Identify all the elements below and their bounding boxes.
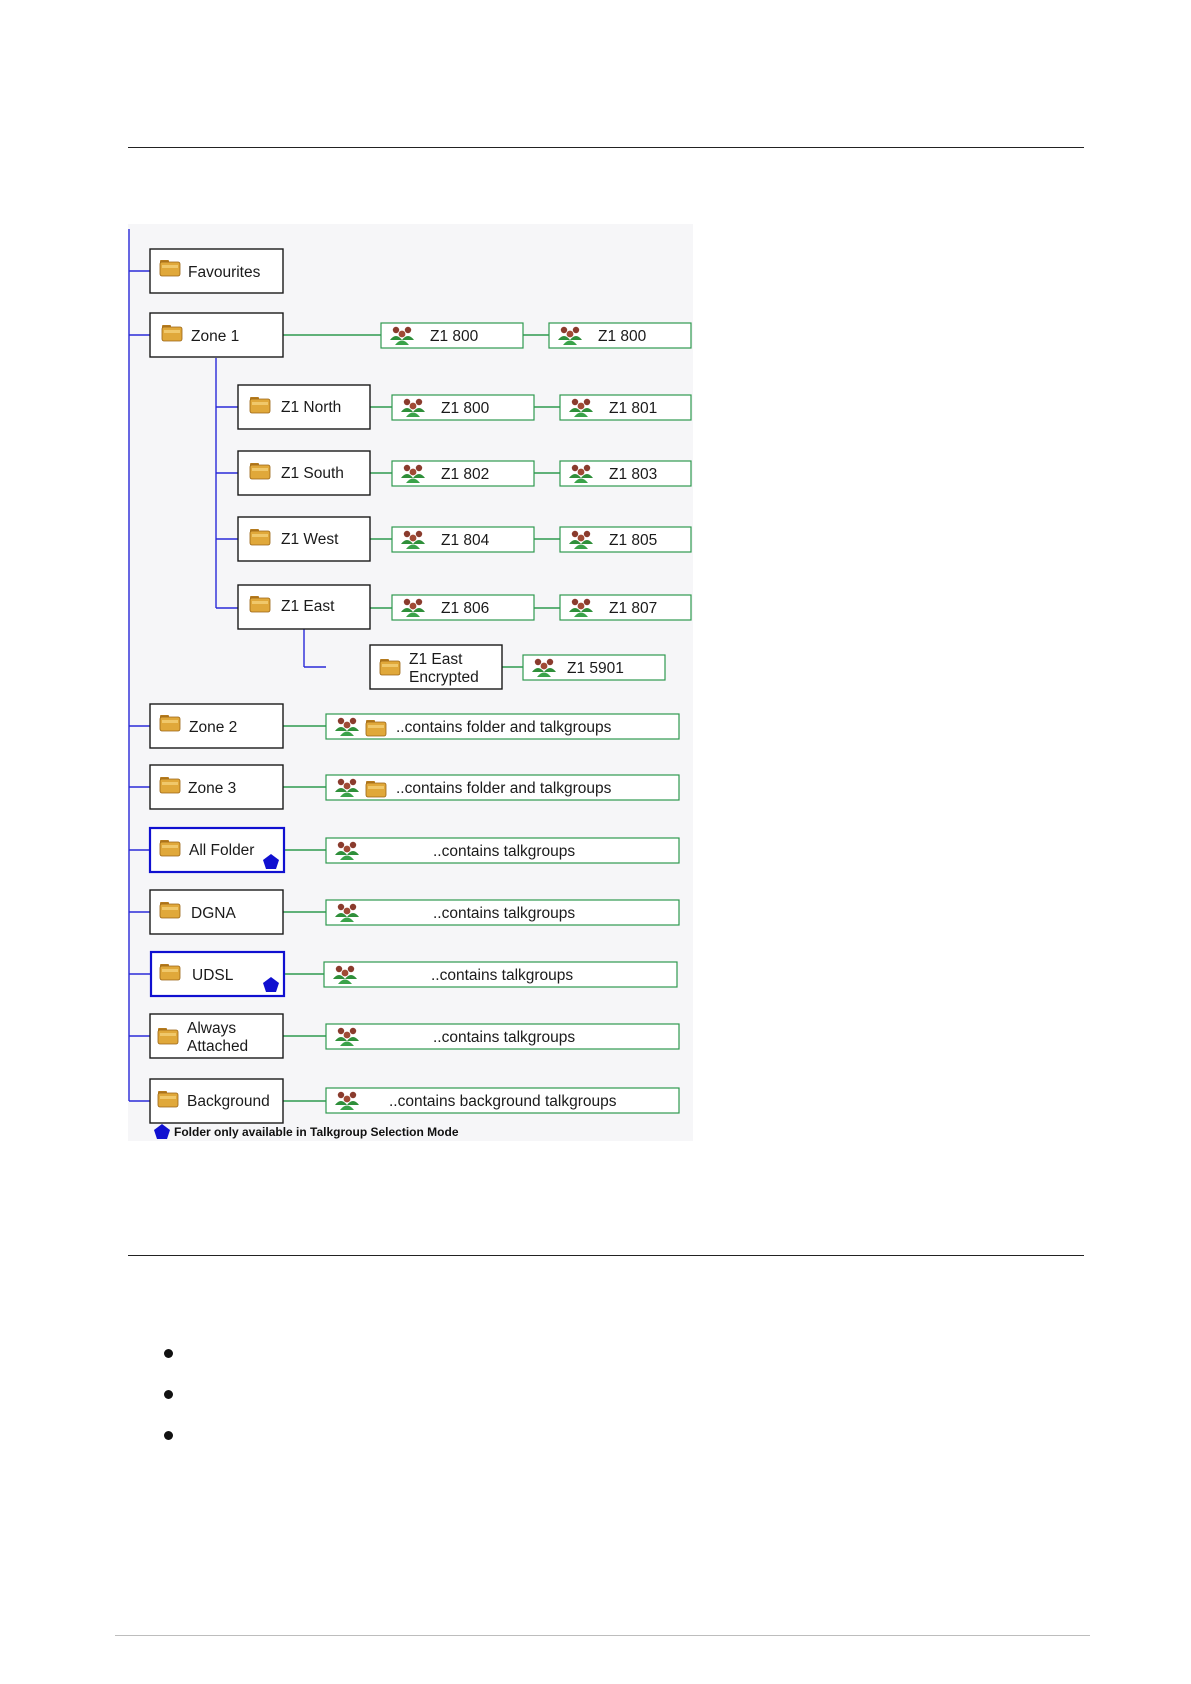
folder-label: Background [187, 1093, 270, 1110]
folder-all-folder[interactable]: All Folder [148, 826, 286, 874]
talkgroup-z1-south-b[interactable]: Z1 803 [559, 460, 692, 487]
talkgroup-label: Z1 805 [609, 532, 657, 549]
folder-label: Z1 West [281, 531, 339, 548]
folder-always-attached[interactable]: Always Attached [149, 1013, 284, 1059]
folder-icon [365, 719, 387, 737]
legend-label: Folder only available in Talkgroup Selec… [174, 1125, 459, 1139]
folder-icon [157, 1027, 179, 1045]
talkgroup-z1-west-a[interactable]: Z1 804 [391, 526, 535, 553]
diagram-canvas: Favourites Zone 1 Z1 800 Z1 800 Z1 North… [128, 229, 692, 1139]
talkgroup-folder-tree-diagram: Favourites Zone 1 Z1 800 Z1 800 Z1 North… [128, 224, 693, 1141]
folder-label-line-1: Always [187, 1020, 236, 1037]
header-rule [128, 147, 1084, 148]
folder-icon [159, 259, 181, 277]
contents-label: ..contains folder and talkgroups [396, 780, 612, 797]
folder-label-line-2: Encrypted [409, 669, 479, 686]
folder-zone-1[interactable]: Zone 1 [149, 312, 284, 358]
talkgroup-label: Z1 5901 [567, 660, 624, 677]
folder-zone-2[interactable]: Zone 2 [149, 703, 284, 749]
list-bullet [164, 1349, 173, 1358]
section-rule [128, 1255, 1084, 1256]
folder-icon [249, 595, 271, 613]
folder-label: Zone 3 [188, 780, 236, 797]
contents-label: ..contains folder and talkgroups [396, 719, 612, 736]
contents-always-attached[interactable]: ..contains talkgroups [325, 1023, 680, 1050]
selection-mode-marker-icon [154, 1124, 170, 1139]
folder-udsl[interactable]: UDSL [149, 950, 286, 998]
contents-zone-3[interactable]: ..contains folder and talkgroups [325, 774, 680, 801]
talkgroup-connectors [283, 334, 560, 1102]
talkgroup-label: Z1 800 [441, 400, 490, 417]
folder-z1-north[interactable]: Z1 North [237, 384, 371, 430]
folder-label: Z1 North [281, 399, 341, 416]
talkgroup-label: Z1 801 [609, 400, 657, 417]
talkgroup-z1-north-b[interactable]: Z1 801 [559, 394, 692, 421]
folder-label-line-2: Attached [187, 1038, 248, 1055]
contents-label: ..contains talkgroups [431, 967, 573, 984]
folder-icon [379, 658, 401, 676]
talkgroup-label: Z1 804 [441, 532, 490, 549]
folder-label: Favourites [188, 264, 261, 281]
contents-dgna[interactable]: ..contains talkgroups [325, 899, 680, 926]
folder-z1-south[interactable]: Z1 South [237, 450, 371, 496]
folder-z1-east-encrypted[interactable]: Z1 East Encrypted [369, 644, 503, 690]
folder-label: Z1 South [281, 465, 344, 482]
contents-udsl[interactable]: ..contains talkgroups [323, 961, 678, 988]
talkgroup-label: Z1 807 [609, 600, 657, 617]
folder-label: UDSL [192, 967, 234, 984]
folder-icon [161, 324, 183, 342]
folder-icon [365, 780, 387, 798]
folder-dgna[interactable]: DGNA [149, 889, 284, 935]
talkgroup-z1-west-b[interactable]: Z1 805 [559, 526, 692, 553]
folder-label: DGNA [191, 905, 236, 922]
contents-label: ..contains background talkgroups [389, 1093, 617, 1110]
legend: Folder only available in Talkgroup Selec… [154, 1124, 459, 1139]
talkgroup-label: Z1 802 [441, 466, 489, 483]
list-bullet [164, 1431, 173, 1440]
folder-zone-3[interactable]: Zone 3 [149, 764, 284, 810]
folder-icon [157, 1090, 179, 1108]
talkgroup-zone-1-b[interactable]: Z1 800 [548, 322, 692, 349]
folder-icon [159, 901, 181, 919]
folder-background[interactable]: Background [149, 1078, 284, 1124]
folder-z1-east[interactable]: Z1 East [237, 584, 371, 630]
folder-icon [249, 528, 271, 546]
selection-mode-marker-icon [263, 854, 279, 869]
contents-zone-2[interactable]: ..contains folder and talkgroups [325, 713, 680, 740]
talkgroup-z1-east-b[interactable]: Z1 807 [559, 594, 692, 621]
talkgroup-z1-east-a[interactable]: Z1 806 [391, 594, 535, 621]
folder-label: All Folder [189, 842, 254, 859]
folder-icon [159, 714, 181, 732]
contents-label: ..contains talkgroups [433, 905, 575, 922]
contents-label: ..contains talkgroups [433, 843, 575, 860]
footer-rule [115, 1635, 1090, 1636]
folder-z1-west[interactable]: Z1 West [237, 516, 371, 562]
folder-icon [159, 963, 181, 981]
folder-favourites[interactable]: Favourites [149, 248, 284, 294]
contents-label: ..contains talkgroups [433, 1029, 575, 1046]
talkgroup-label: Z1 803 [609, 466, 657, 483]
folder-label-line-1: Z1 East [409, 651, 463, 668]
selection-mode-marker-icon [263, 977, 279, 992]
folder-icon [159, 839, 181, 857]
talkgroup-z1-east-encrypted[interactable]: Z1 5901 [522, 654, 666, 681]
talkgroup-label: Z1 806 [441, 600, 489, 617]
folder-icon [159, 776, 181, 794]
contents-all-folder[interactable]: ..contains talkgroups [325, 837, 680, 864]
tree-connectors [128, 229, 326, 1102]
list-bullet [164, 1390, 173, 1399]
talkgroup-label: Z1 800 [598, 328, 647, 345]
folder-icon [249, 396, 271, 414]
folder-icon [249, 462, 271, 480]
folder-label: Zone 1 [191, 328, 239, 345]
folder-label: Z1 East [281, 598, 335, 615]
talkgroup-label: Z1 800 [430, 328, 479, 345]
contents-background[interactable]: ..contains background talkgroups [325, 1087, 680, 1114]
talkgroup-zone-1-a[interactable]: Z1 800 [380, 322, 524, 349]
folder-label: Zone 2 [189, 719, 237, 736]
talkgroup-z1-north-a[interactable]: Z1 800 [391, 394, 535, 421]
talkgroup-z1-south-a[interactable]: Z1 802 [391, 460, 535, 487]
